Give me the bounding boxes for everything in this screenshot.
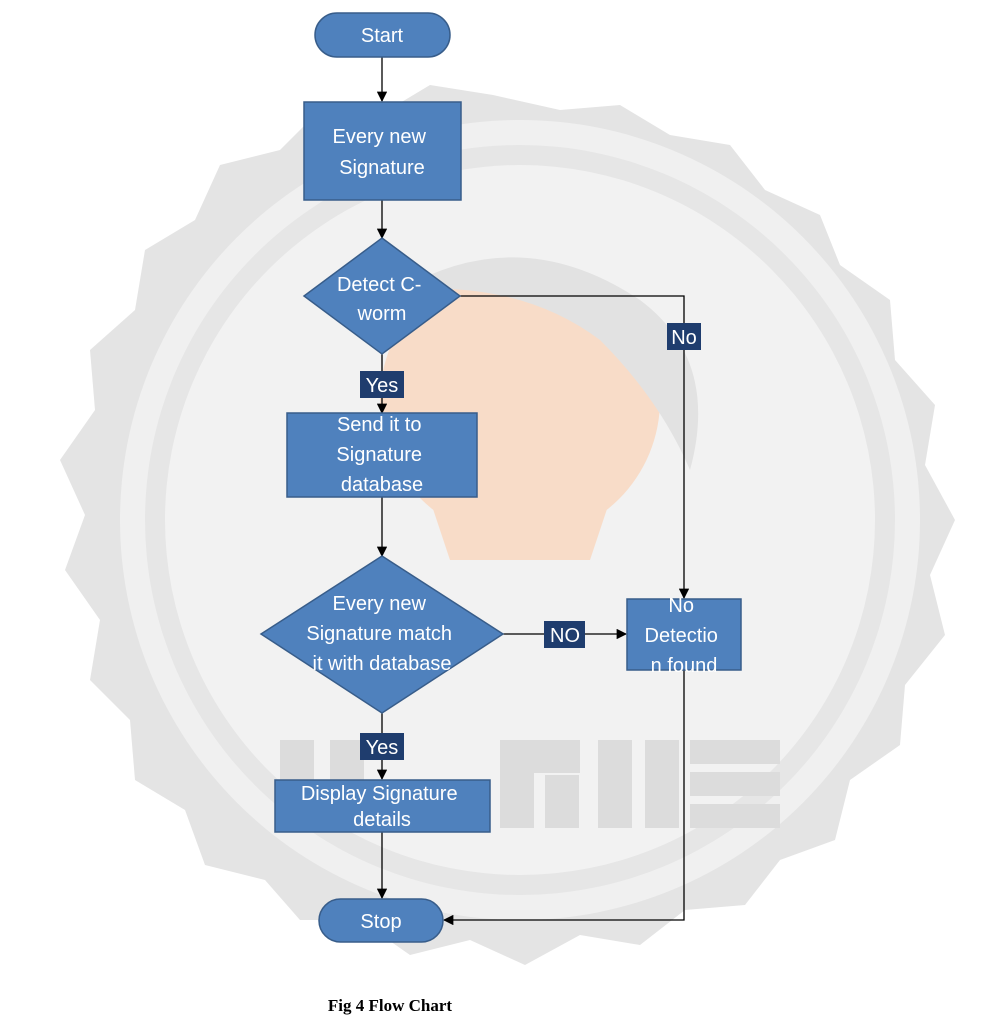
decision-cworm-line-2: worm [357, 303, 407, 325]
edge-nodetection-to-stop [442, 670, 685, 926]
node-nodetection-line-1: No [668, 595, 694, 617]
svg-text:Detect C- worm: Detect C- worm [337, 274, 427, 325]
watermark-seal-icon [60, 85, 955, 965]
edge-label-yes-1-text: Yes [366, 375, 399, 397]
decision-match-line-3: it with database [313, 653, 452, 675]
node-send-line-2: Signature [336, 444, 422, 466]
node-signature-line-1: Every new [333, 126, 427, 148]
edge-label-yes-2: Yes [360, 733, 404, 760]
svg-text:No Detectio n foun: No Detectio n found [645, 595, 724, 677]
node-no-detection-found: No Detectio n found [626, 595, 742, 677]
node-stop: Stop [318, 898, 444, 943]
node-nodetection-line-3: n found [651, 655, 718, 677]
svg-text:Every new Signature matc: Every new Signature match it with databa… [306, 593, 457, 675]
node-nodetection-line-2: Detectio [645, 625, 718, 647]
edge-label-no-2: NO [544, 621, 585, 648]
node-send-to-database: Send it to Signature database [286, 412, 478, 498]
edge-label-no-text: No [671, 327, 697, 349]
node-signature-line-2: Signature [339, 157, 425, 179]
edge-label-yes-1: Yes [360, 371, 404, 398]
edge-label-no: No [667, 323, 701, 350]
node-stop-label: Stop [360, 911, 401, 933]
node-send-line-3: database [341, 474, 423, 496]
node-display-line-2: details [353, 809, 411, 831]
decision-signature-match: Every new Signature match it with databa… [259, 555, 505, 714]
node-start: Start [314, 12, 451, 58]
edge-label-yes-2-text: Yes [366, 737, 399, 759]
figure-caption: Fig 4 Flow Chart [327, 996, 453, 1015]
decision-match-line-1: Every new [333, 593, 427, 615]
edge-label-no-2-text: NO [550, 625, 580, 647]
decision-cworm-line-1: Detect C- [337, 274, 421, 296]
node-every-new-signature: Every new Signature [303, 101, 462, 201]
node-start-label: Start [361, 25, 404, 47]
node-send-line-1: Send it to [337, 414, 422, 436]
svg-text:Send it to Signature: Send it to Signature database [336, 414, 427, 496]
decision-match-line-2: Signature match [306, 623, 452, 645]
node-display-line-1: Display Signature [301, 783, 458, 805]
svg-text:Every new Signature: Every new Signature [333, 126, 432, 179]
svg-text:Display Signature detail: Display Signature details [301, 783, 463, 831]
decision-detect-c-worm: Detect C- worm [302, 237, 462, 355]
node-display-details: Display Signature details [274, 779, 491, 833]
edge-detect-no-to-nodetection [460, 295, 690, 600]
